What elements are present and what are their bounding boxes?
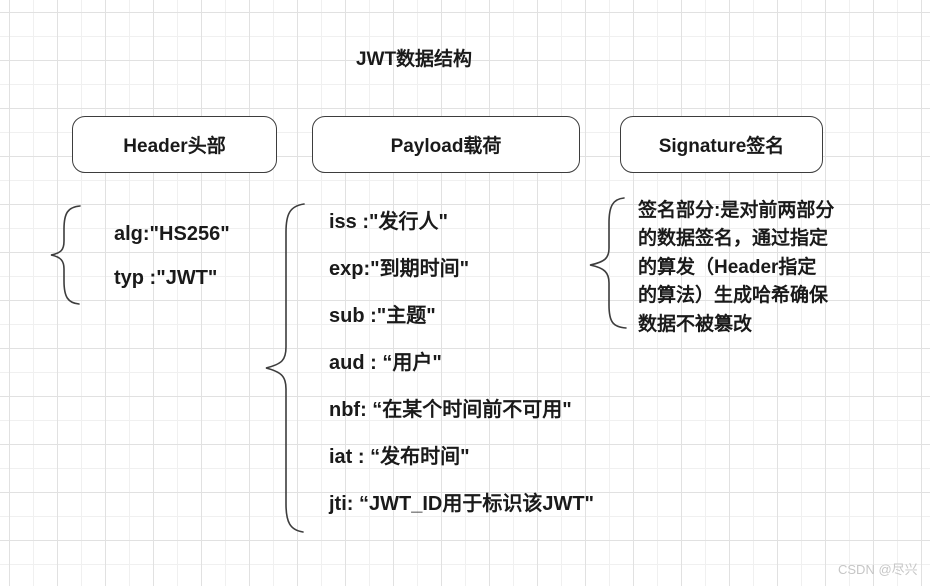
diagram-title: JWT数据结构: [355, 49, 473, 70]
signature-description-line: 的算法）生成哈希确保: [638, 285, 829, 307]
payload-claim: sub :"主题": [329, 305, 436, 327]
csdn-watermark: CSDN @尽兴: [838, 562, 918, 577]
payload-claims-list: iss :"发行人" exp:"到期时间" sub :"主题" aud : “用…: [329, 199, 594, 528]
header-claim: alg:"HS256": [114, 223, 230, 245]
header-claims-list: alg:"HS256" typ :"JWT": [114, 212, 230, 300]
payload-claim: iat : “发布时间": [329, 446, 470, 468]
signature-description-line: 的数据签名，通过指定: [638, 228, 829, 250]
node-header: Header头部: [72, 116, 277, 173]
left-curly-brace-icon: [586, 195, 628, 336]
payload-claim: jti: “JWT_ID用于标识该JWT": [329, 493, 595, 515]
signature-description-line: 数据不被篡改: [638, 313, 753, 335]
payload-claim: aud : “用户": [329, 352, 442, 374]
payload-claim: iss :"发行人": [329, 211, 448, 233]
node-payload: Payload载荷: [312, 116, 580, 173]
signature-description: 签名部分:是对前两部分 的数据签名，通过指定 的算发（Header指定 的算法）…: [638, 197, 834, 339]
header-claim: typ :"JWT": [114, 267, 218, 289]
node-header-label: Header头部: [123, 136, 226, 157]
node-signature: Signature签名: [620, 116, 823, 173]
node-payload-label: Payload载荷: [390, 136, 502, 157]
left-curly-brace-icon: [48, 203, 82, 312]
signature-description-line: 签名部分:是对前两部分: [638, 200, 835, 221]
payload-claim: nbf: “在某个时间前不可用": [329, 399, 572, 421]
signature-description-line: 的算发（Header指定: [638, 256, 817, 278]
payload-claim: exp:"到期时间": [329, 258, 470, 280]
node-signature-label: Signature签名: [658, 136, 785, 157]
left-curly-brace-icon: [262, 201, 306, 540]
